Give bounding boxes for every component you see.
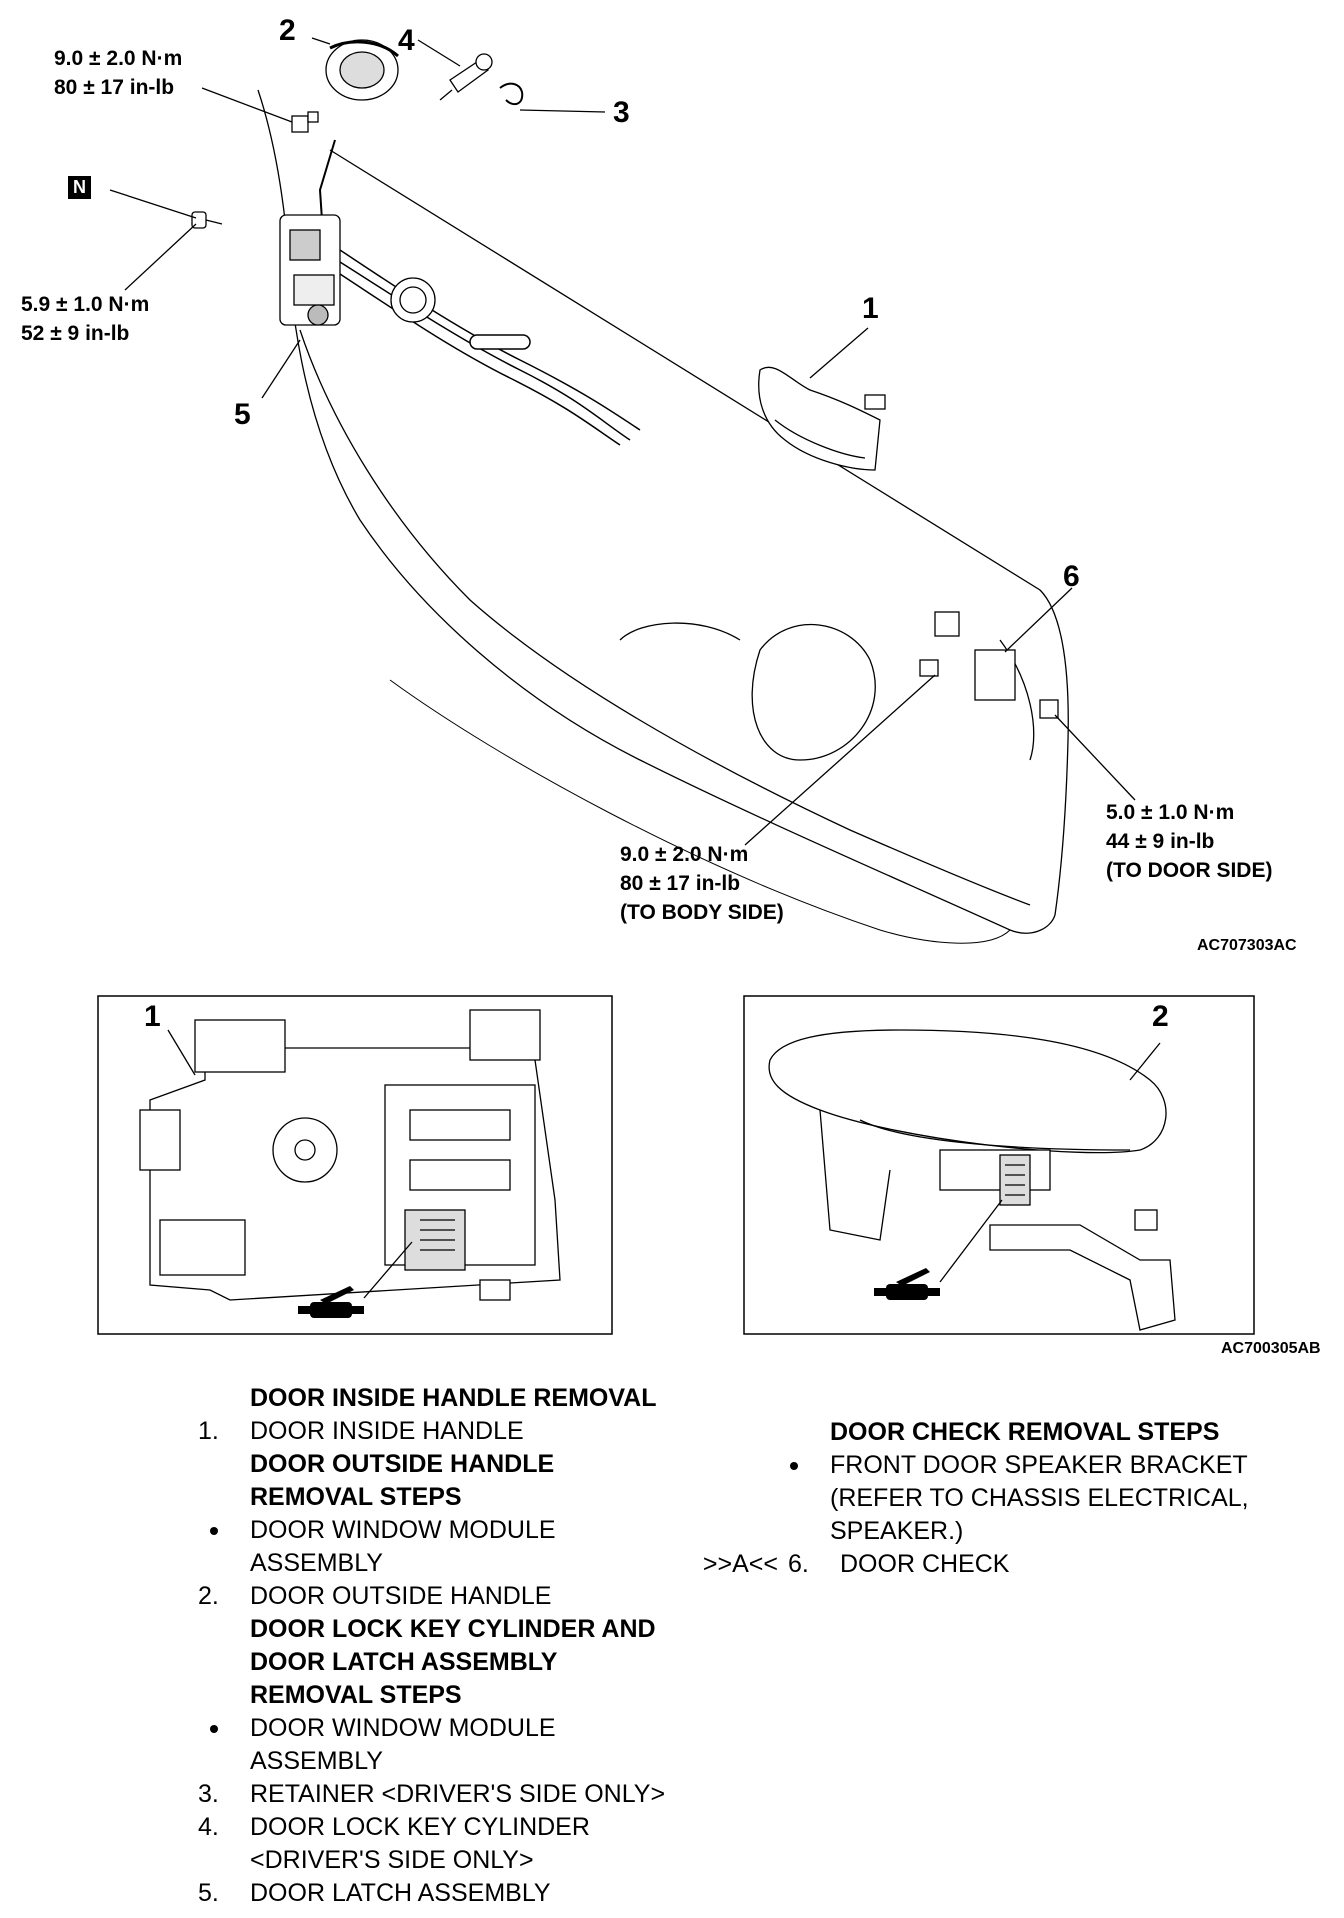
detail-panel-1-frame [97, 995, 613, 1335]
n-marker: N [68, 176, 91, 199]
step-num: 6. [788, 1550, 809, 1578]
retainer-part [499, 82, 524, 106]
bullet-icon [210, 1527, 218, 1536]
step-text: DOOR INSIDE HANDLE [250, 1417, 524, 1445]
door-check-part [919, 611, 1059, 719]
step-text: DOOR CHECK [840, 1550, 1010, 1578]
step-num: 3. [198, 1780, 219, 1808]
steps-right: DOOR CHECK REMOVAL STEPS FRONT DOOR SPEA… [700, 1416, 1320, 1581]
step-text: FRONT DOOR SPEAKER BRACKET [830, 1451, 1248, 1479]
latch-assembly-part [279, 139, 341, 326]
leader-lines [109, 37, 1136, 846]
panel1-handle-drawing [139, 1009, 561, 1301]
door-front-edge [389, 679, 1011, 944]
step-text: ASSEMBLY [250, 1747, 383, 1775]
callout-2: 2 [279, 14, 296, 47]
callout-1: 1 [862, 292, 879, 325]
torque-spec-body-side: 9.0 ± 2.0 N·m 80 ± 17 in-lb (TO BODY SID… [620, 843, 784, 924]
torque-spec-door-side: 5.0 ± 1.0 N·m 44 ± 9 in-lb (TO DOOR SIDE… [1106, 801, 1273, 882]
heading-key-cylinder-2: DOOR LATCH ASSEMBLY [250, 1648, 558, 1676]
door-upper-edge [329, 149, 1069, 916]
callout-6: 6 [1063, 560, 1080, 593]
step-text: DOOR OUTSIDE HANDLE [250, 1582, 552, 1610]
steps-left: DOOR INSIDE HANDLE REMOVAL 1. DOOR INSIDE… [140, 1382, 700, 1910]
step-num: 5. [198, 1879, 219, 1907]
service-point-mark: >>A<< [702, 1550, 778, 1578]
heading-key-cylinder: DOOR LOCK KEY CYLINDER AND [250, 1615, 656, 1643]
step-num: 2. [198, 1582, 219, 1610]
step-text: <DRIVER'S SIDE ONLY> [250, 1846, 534, 1874]
step-num: 1. [198, 1417, 219, 1445]
torque-spec-top: 9.0 ± 2.0 N·m 80 ± 17 in-lb [54, 47, 183, 99]
heading-door-check: DOOR CHECK REMOVAL STEPS [830, 1418, 1220, 1446]
step-text: DOOR WINDOW MODULE [250, 1714, 556, 1742]
cables [339, 249, 641, 446]
step-text: DOOR WINDOW MODULE [250, 1516, 556, 1544]
callout-5: 5 [234, 398, 251, 431]
panel1-grease-icon [298, 1286, 364, 1318]
step-num: 4. [198, 1813, 219, 1841]
heading-outside-handle: DOOR OUTSIDE HANDLE [250, 1450, 555, 1478]
bolt-top [291, 111, 319, 133]
bullet-icon [790, 1462, 798, 1471]
callout-4: 4 [398, 24, 415, 57]
grommet [390, 277, 436, 323]
door-panel-outline [257, 89, 1056, 934]
main-exploded-diagram [109, 37, 1136, 944]
speaker-opening-outline [751, 623, 876, 761]
callout-3: 3 [613, 96, 630, 129]
inside-handle-part [758, 366, 886, 471]
heading-key-cylinder-3: REMOVAL STEPS [250, 1681, 462, 1709]
step-text: SPEAKER.) [830, 1517, 964, 1545]
door-lower-curve [619, 622, 1035, 761]
panel2-callout: 2 [1152, 1000, 1169, 1033]
figure-code-detail: AC700305AB [1221, 1340, 1321, 1357]
panel1-callout: 1 [144, 1000, 161, 1033]
torque-spec-left: 5.9 ± 1.0 N·m 52 ± 9 in-lb [21, 293, 150, 345]
step-text: RETAINER <DRIVER'S SIDE ONLY> [250, 1780, 666, 1808]
detail-panel-2-frame [743, 995, 1255, 1335]
step-text: DOOR LOCK KEY CYLINDER [250, 1813, 590, 1841]
panel2-handle-drawing [768, 1029, 1176, 1331]
outside-handle-part [325, 39, 399, 101]
bullet-icon [210, 1725, 218, 1734]
key-cylinder-part [439, 53, 493, 101]
bolt-n [191, 211, 223, 229]
step-text: DOOR LATCH ASSEMBLY [250, 1879, 551, 1907]
step-text: (REFER TO CHASSIS ELECTRICAL, [830, 1484, 1249, 1512]
heading-outside-handle-2: REMOVAL STEPS [250, 1483, 462, 1511]
step-text: ASSEMBLY [250, 1549, 383, 1577]
door-inner-outline [299, 329, 1031, 906]
figure-code-main: AC707303AC [1197, 937, 1297, 954]
heading-inside-handle: DOOR INSIDE HANDLE REMOVAL [250, 1384, 657, 1412]
panel2-grease-icon [874, 1268, 940, 1300]
